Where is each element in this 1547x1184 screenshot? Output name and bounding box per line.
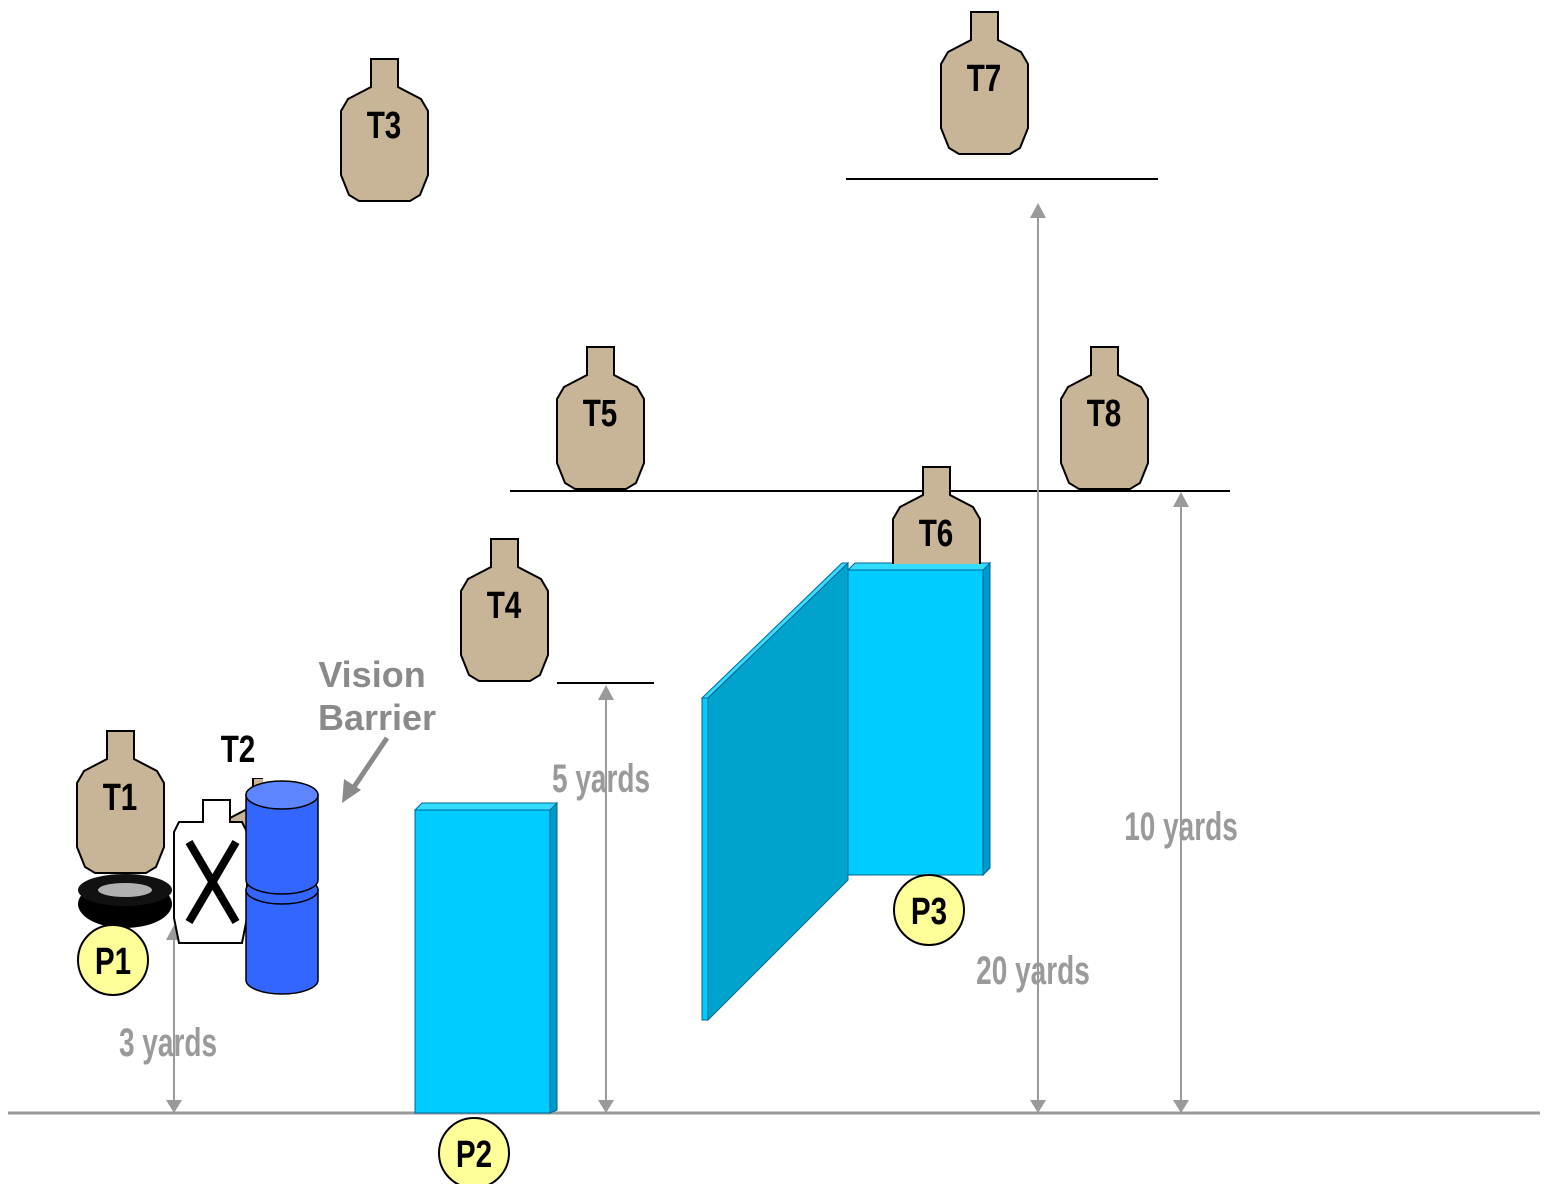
barrier-wall-p3 (846, 561, 992, 877)
target-label-t2: T2 (221, 729, 256, 771)
tire (78, 874, 172, 928)
target-silhouette (940, 11, 1029, 155)
target-label-t6: T6 (919, 513, 954, 555)
target-silhouette (460, 538, 549, 682)
distance-label-20-yards: 20 yards (976, 949, 1090, 993)
target-label-t1: T1 (103, 777, 138, 819)
target-t4 (460, 538, 549, 682)
target-t1 (76, 730, 165, 874)
dimension-10-yards (1173, 492, 1189, 1113)
position-label-p1: P1 (95, 941, 131, 983)
barrel-stack (245, 780, 319, 995)
target-silhouette (1060, 346, 1149, 490)
target-label-t5: T5 (583, 393, 618, 435)
barrier-wall-p2 (413, 801, 559, 1114)
target-t6 (892, 466, 981, 564)
distance-label-10-yards: 10 yards (1124, 805, 1238, 849)
position-label-p3: P3 (911, 891, 947, 933)
target-silhouette (76, 730, 165, 874)
target-t7 (940, 11, 1029, 155)
vision-barrier-label-line1: Vision (318, 654, 425, 695)
target-silhouette (340, 58, 429, 202)
position-label-p2: P2 (456, 1134, 492, 1176)
target-label-t3: T3 (367, 105, 402, 147)
position-marker-p3 (893, 874, 965, 946)
distance-label-5-yards: 5 yards (552, 757, 650, 801)
position-marker-p1 (77, 924, 149, 996)
no-shoot-target (173, 799, 248, 944)
dimension-20-yards (1030, 203, 1046, 1113)
vision-barrier-label-line2: Barrier (318, 697, 436, 738)
distance-label-3-yards: 3 yards (119, 1021, 217, 1065)
vision-barrier-arrow (342, 736, 390, 803)
target-t3 (340, 58, 429, 202)
target-silhouette (556, 346, 645, 490)
barrier-wall-angled (700, 561, 850, 1022)
target-label-t4: T4 (487, 585, 522, 627)
dimension-5-yards (598, 685, 614, 1113)
target-t5 (556, 346, 645, 490)
target-t8 (1060, 346, 1149, 490)
target-label-t8: T8 (1087, 393, 1122, 435)
dimension-3-yards (166, 925, 182, 1113)
position-marker-p2 (438, 1117, 510, 1184)
target-silhouette (892, 466, 981, 564)
target-label-t7: T7 (967, 58, 1002, 100)
